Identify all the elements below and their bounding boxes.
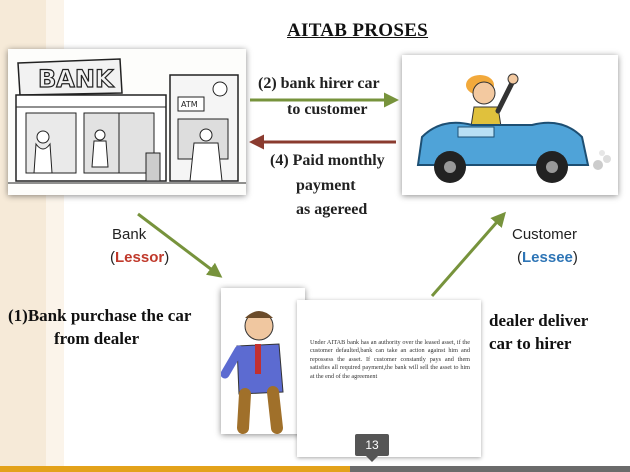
slide-title: AITAB PROSES xyxy=(287,20,429,41)
lessee-close-paren: ) xyxy=(572,249,578,266)
arrow-label-bottom-line1: (4) Paid monthly xyxy=(270,152,385,169)
arrow-label-bottom-line2: payment xyxy=(296,177,356,194)
dealer-image-frame xyxy=(221,288,305,434)
arrow-label-top-line2: to customer xyxy=(287,101,368,118)
step3-line1: dealer deliver xyxy=(489,311,589,330)
slide-number-badge: 13 xyxy=(355,434,389,456)
lessee-open-paren: ( xyxy=(517,249,522,266)
atm-sign-text: ATM xyxy=(181,100,198,109)
arrow-dealer-to-customer xyxy=(430,211,506,297)
aitab-note-text: Under AITAB bank has an authority over t… xyxy=(310,339,470,380)
bank-sign-text: BANK xyxy=(38,65,115,93)
slide-number-badge-tip xyxy=(366,456,378,462)
arrow-label-bottom-line3: as agereed xyxy=(296,201,368,218)
progress-bar-fill xyxy=(0,466,350,472)
aitab-note-popup: Under AITAB bank has an authority over t… xyxy=(297,300,481,457)
customer-role-label: Customer xyxy=(512,226,578,243)
step1-line1: (1)Bank purchase the car xyxy=(8,306,192,325)
step3-line2: car to hirer xyxy=(489,334,572,353)
lessor-close-paren: ) xyxy=(164,249,170,266)
step1-line2: from dealer xyxy=(54,329,140,348)
arrow-label-top-line1: (2) bank hirer car xyxy=(258,75,380,92)
lessor-text: Lessor xyxy=(115,249,165,266)
lessor-label: (Lessor) xyxy=(110,249,169,266)
bank-illustration: BANK ATM xyxy=(8,49,246,195)
lessor-open-paren: ( xyxy=(110,249,115,266)
lessee-label: (Lessee) xyxy=(517,249,578,266)
bank-image-frame: BANK ATM xyxy=(8,49,246,195)
dealer-illustration xyxy=(221,288,305,434)
customer-image-frame xyxy=(402,55,618,195)
arrow-bank-to-dealer xyxy=(137,212,223,278)
customer-car-illustration xyxy=(402,55,618,195)
lessee-text: Lessee xyxy=(522,249,573,266)
bank-role-label: Bank xyxy=(112,226,147,243)
